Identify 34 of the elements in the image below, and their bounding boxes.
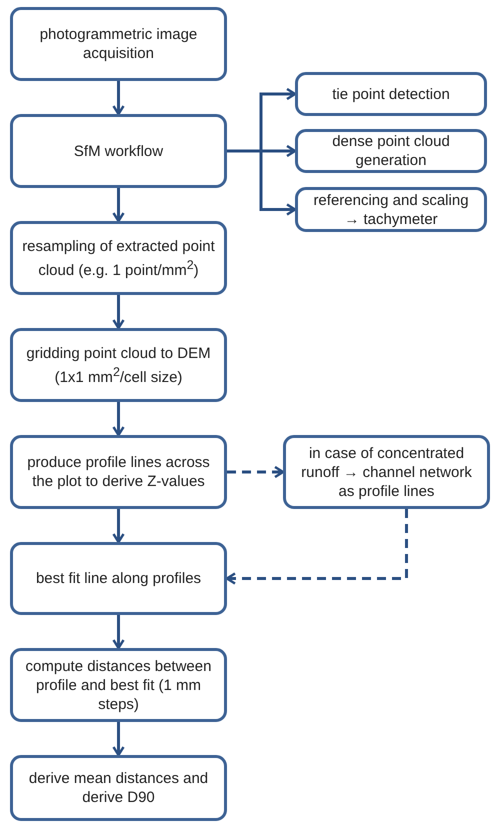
step-text: in case of concentrated runoff → channel network as profile lines (300, 444, 473, 500)
step-text: referencing and scaling → tachymeter (312, 190, 470, 228)
arrow (112, 295, 125, 330)
step-text: compute distances between profile and best fit (1 mm steps) (24, 656, 212, 714)
arrow (112, 188, 125, 222)
process-box (10, 542, 227, 615)
process-box (283, 435, 490, 509)
process-box (10, 755, 227, 821)
arrow (112, 509, 125, 544)
step-text: SfM workflow (74, 142, 164, 160)
dashed-arrow (227, 466, 284, 478)
step-text: gridding point cloud to DEM (1x1 mm$^{2}$/cell size) (25, 344, 212, 386)
process-box (10, 114, 227, 188)
dashed-arrow (226, 509, 408, 585)
step-text: produce profile lines across the plot to derive Z-values (26, 453, 211, 491)
arrow (112, 81, 125, 116)
arrow (112, 722, 125, 756)
step-text: tie point detection (332, 84, 450, 104)
process-box (295, 72, 487, 116)
step-text: resampling of extracted point cloud (e.g. 1 point/mm$^{2}$) (21, 236, 216, 280)
step-text: best fit line along profiles (36, 569, 202, 588)
process-box (10, 435, 227, 509)
process-box (10, 648, 227, 722)
arrow (227, 150, 296, 216)
process-box (10, 7, 227, 81)
process-box (10, 221, 227, 295)
arrow (112, 402, 125, 436)
step-text: photogrammetric image acquisition (38, 25, 198, 63)
process-box (295, 129, 487, 173)
process-box (295, 187, 487, 232)
step-text: dense point cloud generation (331, 132, 451, 170)
step-text: derive mean distances and derive D90 (28, 769, 210, 807)
process-box (10, 328, 227, 402)
arrow (112, 615, 125, 650)
